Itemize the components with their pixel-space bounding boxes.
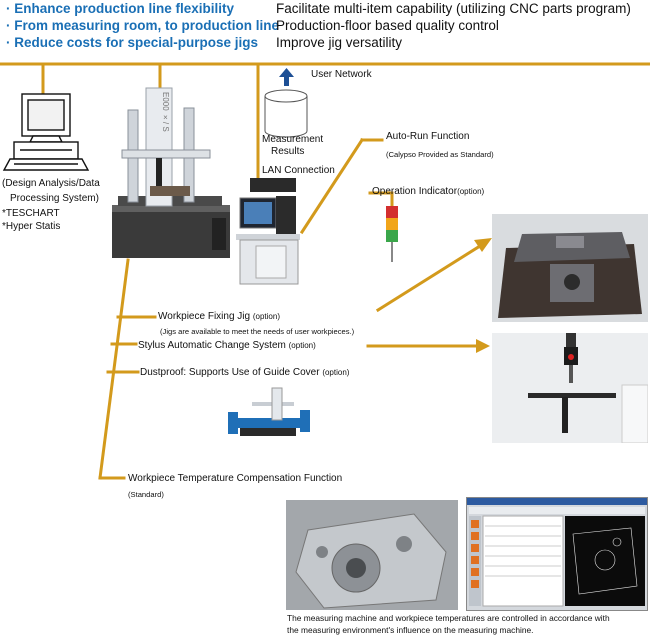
- computer-label-1: (Design Analysis/Data: [2, 178, 100, 189]
- caption-line-2: the measuring environment's influence on…: [287, 625, 534, 635]
- header-right-2: Production-floor based quality control: [276, 18, 499, 33]
- temperature-title: Workpiece Temperature Compensation Funct…: [128, 473, 343, 484]
- auto-run-diag: [299, 137, 365, 235]
- jig-arrow-line: [375, 243, 483, 313]
- measurement-results-label-2: Results: [271, 146, 305, 157]
- measurement-results-label-1: Measurement: [262, 134, 324, 145]
- header-bullet-3: · Reduce costs for special-purpose jigs: [6, 35, 259, 50]
- software-hyper-statis: *Hyper Statis: [2, 221, 61, 232]
- guide-cover-machine: [228, 387, 310, 436]
- operation-indicator-option: (option): [457, 187, 485, 196]
- measurement-cylinder: [264, 89, 308, 138]
- trunk-line: [98, 258, 130, 480]
- dustproof-title: Dustproof: Supports Use of Guide Cover: [140, 367, 323, 378]
- dustproof-option: (option): [322, 368, 350, 377]
- stylus-label: Stylus Automatic Change System (option): [138, 340, 316, 351]
- header-right-3: Improve jig versatility: [276, 35, 403, 50]
- auto-run-title: Auto-Run Function: [386, 131, 470, 142]
- fixing-jig-note: (Jigs are available to meet the needs of…: [160, 327, 355, 336]
- fixing-jig-photo: [492, 214, 648, 322]
- fixing-jig-option: (option): [252, 312, 280, 321]
- operation-indicator-label: Operation Indicator(option): [372, 186, 484, 197]
- dustproof-label: Dustproof: Supports Use of Guide Cover (…: [140, 367, 349, 378]
- computer-icon: [2, 93, 90, 171]
- engine-block-photo: [286, 500, 458, 610]
- user-network-label: User Network: [311, 69, 372, 80]
- operation-indicator-title: Operation Indicator: [372, 186, 458, 197]
- temperature-note: (Standard): [128, 490, 164, 499]
- stylus-photo: [492, 333, 648, 443]
- software-screenshot: [466, 497, 648, 611]
- operation-indicator-lamp: [386, 206, 398, 262]
- computer-label-2: Processing System): [10, 193, 99, 204]
- cmm-machine-illustration: [112, 87, 230, 258]
- machine-branding: E000 ×/ S: [161, 92, 170, 132]
- controller-desk: [236, 178, 300, 285]
- caption-line-1: The measuring machine and workpiece temp…: [287, 613, 610, 623]
- fixing-jig-label: Workpiece Fixing Jig (option): [158, 311, 280, 322]
- header-bullet-2: · From measuring room, to production lin…: [6, 18, 280, 33]
- jig-arrowhead: [474, 238, 492, 252]
- stylus-option: (option): [288, 341, 316, 350]
- header-bullet-1: · Enhance production line flexibility: [6, 1, 235, 16]
- stylus-arrowhead: [476, 339, 490, 353]
- stylus-title: Stylus Automatic Change System: [138, 340, 289, 351]
- header-right-1: Facilitate multi-item capability (utiliz…: [276, 1, 631, 16]
- lan-connection-label: LAN Connection: [262, 165, 335, 176]
- user-network-arrow: [279, 68, 294, 86]
- auto-run-note: (Calypso Provided as Standard): [386, 150, 494, 159]
- software-teschart: *TESCHART: [2, 208, 60, 219]
- fixing-jig-title: Workpiece Fixing Jig: [158, 311, 253, 322]
